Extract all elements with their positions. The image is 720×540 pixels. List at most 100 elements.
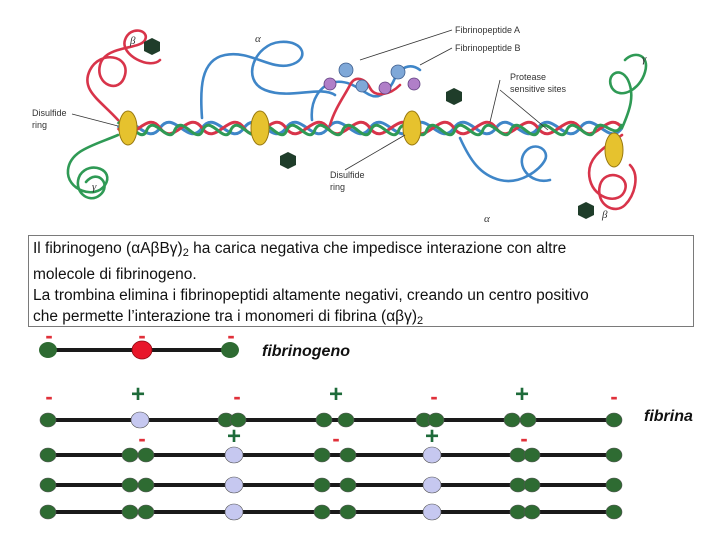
center-right-nodule <box>402 110 422 146</box>
gamma-chain-label: γ <box>642 53 647 65</box>
fibrinopeptide-bubble <box>355 79 369 93</box>
left-beta-tangle <box>86 29 162 122</box>
fibrinopeptide-bubble <box>390 64 406 80</box>
fibrin-center-node <box>422 476 442 494</box>
protease-sites-label: sensitive sites <box>510 84 567 94</box>
fibrin-charge-sign: - <box>45 384 52 409</box>
fibrin-charge-sign: + <box>131 381 145 408</box>
fibrin-center-node <box>130 411 150 429</box>
fibrin-end-node <box>339 504 357 520</box>
disulfide-ring-left-label: ring <box>32 120 47 130</box>
fibrin-end-node <box>339 447 357 463</box>
fibrin-end-node <box>339 477 357 493</box>
gamma-chain-label: γ <box>92 181 97 193</box>
fibrinogen-charge-sign: - <box>45 323 52 348</box>
fibrin-charge-sign: - <box>233 384 240 409</box>
fibrinopeptide-bubble <box>378 81 392 95</box>
fibrin-charge-sign: - <box>332 426 339 451</box>
fibrin-end-node <box>39 477 57 493</box>
fibrin-charge-sign: + <box>515 381 529 408</box>
fibrin-end-node <box>315 412 333 428</box>
alpha-bottom-loop <box>458 136 552 183</box>
fibrin-charge-sign: + <box>227 423 241 450</box>
fibrin-charge-sign: + <box>425 423 439 450</box>
leader-line <box>499 89 549 131</box>
fibrin-end-node <box>121 447 139 463</box>
disulfide-ring-left-label: Disulfide <box>32 108 67 118</box>
left-gamma-tangle <box>66 133 120 200</box>
carbohydrate-hexagon <box>578 202 594 219</box>
beta-chain-label: β <box>129 35 136 47</box>
fibrinogen-end-node <box>39 342 57 358</box>
fibrin-end-node <box>427 412 445 428</box>
fibrin-end-node <box>503 412 521 428</box>
fibrin-end-node <box>523 477 541 493</box>
beta-chain-helix <box>116 120 624 136</box>
description-line-2: molecole di fibrinogeno. <box>33 266 197 283</box>
fibrin-charge-sign: - <box>430 384 437 409</box>
fibrinopeptide-b-label: Fibrinopeptide B <box>455 43 521 53</box>
center-left-nodule <box>250 110 270 146</box>
fibrin-end-node <box>39 504 57 520</box>
fibrin-end-node <box>137 477 155 493</box>
fibrin-end-node <box>605 477 623 493</box>
fibrin-end-node <box>509 477 527 493</box>
fibrin-end-node <box>519 412 537 428</box>
fibrin-center-node <box>422 446 442 464</box>
fibrin-end-node <box>313 477 331 493</box>
fibrin-center-node <box>224 503 244 521</box>
gamma-chain-helix <box>116 119 624 137</box>
protease-sites-label: Protease <box>510 72 546 82</box>
fibrin-end-node <box>313 504 331 520</box>
leader-line <box>359 29 453 61</box>
alpha-chain-label: α <box>255 33 261 45</box>
leader-line <box>489 79 501 123</box>
fibrinopeptide-bubble <box>407 77 421 91</box>
fibrin-center-node <box>422 503 442 521</box>
fibrin-end-node <box>605 504 623 520</box>
description-text-box: Il fibrinogeno (αAβBγ)2 ha carica negati… <box>28 235 694 327</box>
right-beta-tangle <box>587 133 637 211</box>
fibrin-charge-sign: - <box>610 384 617 409</box>
fibrin-end-node <box>121 477 139 493</box>
carbohydrate-hexagon <box>144 38 160 55</box>
right-disulfide-nodule <box>604 132 624 168</box>
fibrinopeptide-a-label: Fibrinopeptide A <box>455 25 520 35</box>
fibrin-end-node <box>523 447 541 463</box>
fibrin-end-node <box>39 412 57 428</box>
carbohydrate-hexagon <box>446 88 462 105</box>
fibrinogen-schematic: - - - fibrinogeno <box>39 323 350 360</box>
disulfide-ring-center-label: ring <box>330 182 345 192</box>
fibrinogen-molecule-illustration: Fibrinopeptide A Fibrinopeptide B Protea… <box>32 25 648 225</box>
right-gamma-tangle <box>609 53 648 130</box>
fibrin-end-node <box>337 412 355 428</box>
description-line-3: La trombina elimina i fibrinopeptidi alt… <box>33 287 589 304</box>
fibrin-label: fibrina <box>644 408 693 425</box>
carbohydrate-hexagon <box>280 152 296 169</box>
fibrin-charge-sign: + <box>329 381 343 408</box>
fibrin-end-node <box>121 504 139 520</box>
fibrin-end-node <box>313 447 331 463</box>
fibrin-end-node <box>137 447 155 463</box>
fibrin-end-node <box>605 412 623 428</box>
disulfide-ring-center-label: Disulfide <box>330 170 365 180</box>
fibrinogen-center-node <box>131 340 153 360</box>
fibrin-end-node <box>523 504 541 520</box>
leader-line <box>419 47 453 66</box>
fibrin-end-node <box>509 504 527 520</box>
fibrin-end-node <box>137 504 155 520</box>
leader-line <box>344 134 406 171</box>
fibrinopeptide-bubble <box>338 62 354 78</box>
description-line-1: Il fibrinogeno (αAβBγ)2 ha carica negati… <box>33 240 567 259</box>
leader-line <box>71 113 119 127</box>
fibrin-end-node <box>605 447 623 463</box>
alpha-top-loop <box>199 40 337 120</box>
fibrin-center-node <box>224 476 244 494</box>
beta-chain-label: β <box>601 209 608 221</box>
fibrin-schematic: - + - + - + - - + - + - fibrina <box>39 381 693 521</box>
fibrin-center-node <box>224 446 244 464</box>
fibrin-charge-sign: - <box>520 426 527 451</box>
alpha-chain-label: α <box>484 213 490 225</box>
fibrin-charge-sign: - <box>138 426 145 451</box>
